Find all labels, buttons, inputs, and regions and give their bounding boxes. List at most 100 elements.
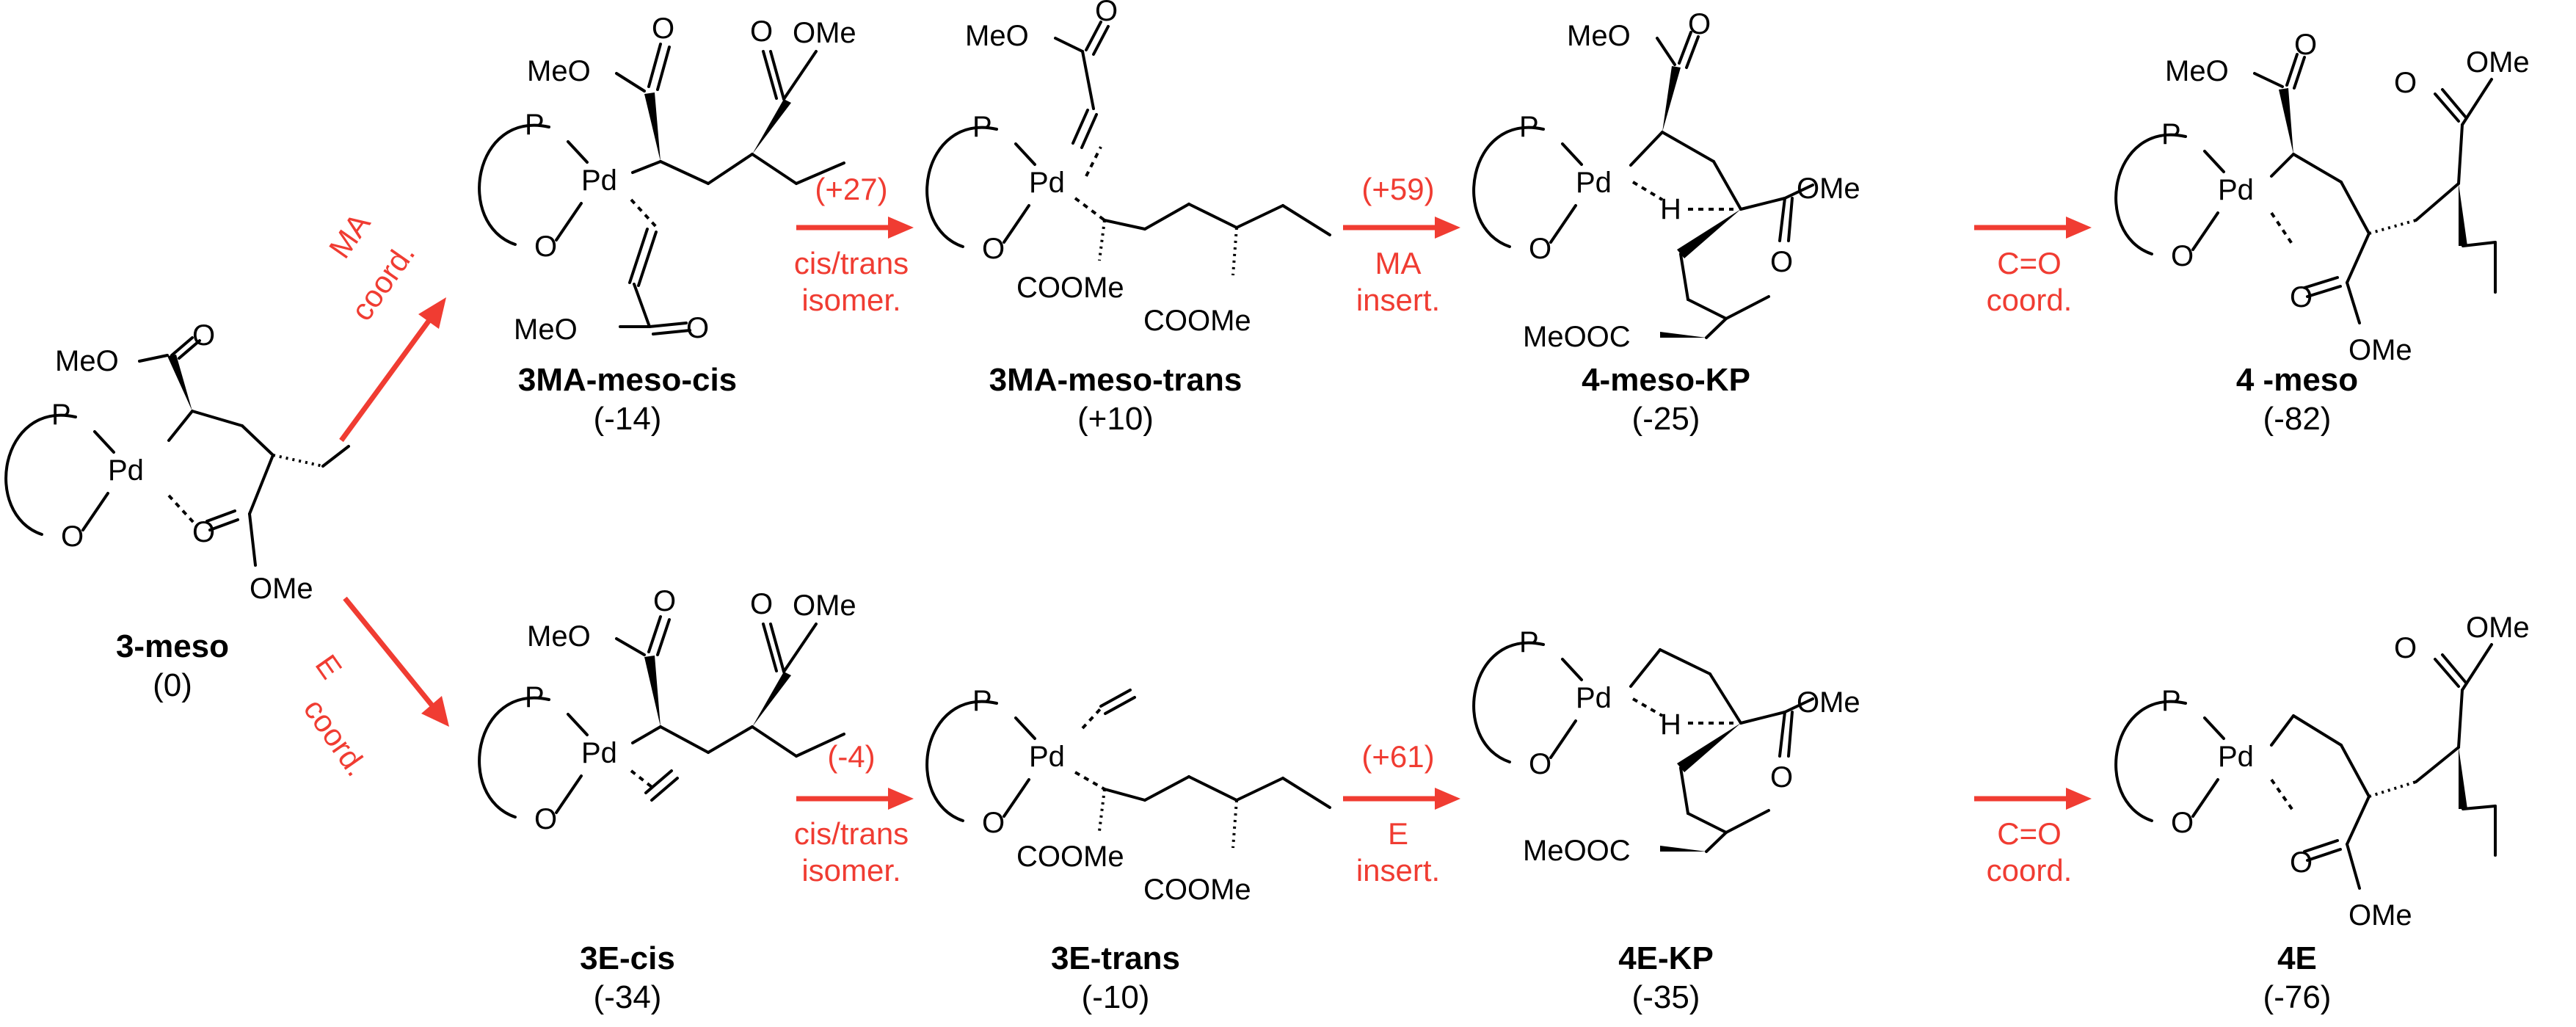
- svg-text:O: O: [982, 233, 1005, 265]
- energy-4-meso-kp: (-25): [1632, 401, 1700, 437]
- arrow-top-isomerization: (+27) cis/trans isomer.: [794, 172, 914, 317]
- svg-text:C=O: C=O: [1997, 246, 2062, 280]
- svg-text:O: O: [750, 588, 773, 620]
- svg-text:P: P: [972, 685, 992, 717]
- svg-text:Pd: Pd: [1029, 167, 1065, 199]
- svg-text:Pd: Pd: [2218, 741, 2254, 773]
- energy-4e: (-76): [2263, 979, 2332, 1015]
- compound-3e-trans: P Pd O COOMe COOMe 3E-trans (-10): [925, 685, 1331, 1015]
- svg-text:P: P: [1519, 111, 1539, 143]
- compound-3ma-meso-trans: P Pd O MeO O COOMe COOMe 3MA-meso-trans …: [925, 0, 1331, 437]
- svg-text:isomer.: isomer.: [801, 853, 900, 888]
- arrow-ma-coord: MA coord.: [322, 207, 446, 443]
- energy-3e-cis: (-34): [594, 979, 662, 1015]
- svg-text:MeO: MeO: [1567, 20, 1631, 52]
- svg-text:MeO: MeO: [55, 345, 119, 377]
- compound-4e: P Pd O O OMe O OMe 4E (-76): [2114, 612, 2530, 1015]
- svg-text:MeO: MeO: [2165, 55, 2229, 87]
- svg-text:MA: MA: [1375, 246, 1422, 280]
- svg-text:OMe: OMe: [793, 17, 856, 49]
- svg-text:(+27): (+27): [815, 172, 887, 206]
- svg-text:Pd: Pd: [1576, 682, 1612, 714]
- svg-text:O: O: [2394, 632, 2417, 664]
- svg-text:O: O: [652, 12, 674, 45]
- svg-text:OMe: OMe: [2466, 612, 2530, 644]
- svg-text:O: O: [61, 520, 84, 553]
- svg-text:MeOOC: MeOOC: [1523, 321, 1631, 353]
- energy-4e-kp: (-35): [1632, 979, 1700, 1015]
- svg-text:OMe: OMe: [1797, 173, 1860, 205]
- svg-text:Pd: Pd: [581, 737, 617, 769]
- svg-text:P: P: [2161, 685, 2181, 717]
- compound-4-meso: P Pd O MeO O O OMe O OMe 4 -meso (-82): [2114, 29, 2530, 437]
- svg-text:O: O: [1529, 748, 1551, 780]
- svg-text:O: O: [2294, 29, 2317, 61]
- svg-text:MeO: MeO: [527, 620, 591, 653]
- svg-text:OMe: OMe: [2348, 334, 2412, 366]
- name-3ma-meso-trans: 3MA-meso-trans: [989, 362, 1242, 398]
- svg-text:O: O: [2171, 240, 2194, 272]
- name-4-meso-kp: 4-meso-KP: [1582, 362, 1750, 398]
- svg-text:O: O: [192, 516, 215, 548]
- arrow-bottom-insertion: (+61) E insert.: [1343, 739, 1460, 888]
- svg-text:E: E: [309, 648, 349, 685]
- svg-text:E: E: [1388, 816, 1408, 851]
- svg-text:COOMe: COOMe: [1016, 841, 1124, 873]
- svg-text:OMe: OMe: [1797, 686, 1860, 719]
- svg-text:MeO: MeO: [527, 55, 591, 87]
- compound-3e-cis: P Pd O MeO O O OMe 3E-cis (-34): [478, 585, 856, 1015]
- svg-text:O: O: [2394, 67, 2417, 99]
- name-3e-trans: 3E-trans: [1051, 940, 1180, 976]
- svg-text:O: O: [2290, 281, 2313, 313]
- svg-text:P: P: [2161, 118, 2181, 150]
- compound-4e-kp: P Pd O H OMe O MeOOC 4E-KP (-35): [1472, 626, 1860, 1015]
- arrow-e-coord: E coord.: [297, 596, 449, 783]
- svg-text:O: O: [1688, 8, 1711, 40]
- svg-text:O: O: [1770, 246, 1793, 278]
- arrow-top-co-coord: C=O coord.: [1974, 217, 2092, 317]
- svg-text:COOMe: COOMe: [1016, 272, 1124, 304]
- svg-text:(+61): (+61): [1361, 739, 1434, 774]
- name-4e-kp: 4E-KP: [1618, 940, 1714, 976]
- svg-text:cis/trans: cis/trans: [794, 816, 909, 851]
- name-3-meso: 3-meso: [116, 628, 229, 664]
- svg-text:O: O: [192, 319, 215, 352]
- svg-text:MeOOC: MeOOC: [1523, 835, 1631, 867]
- svg-text:Pd: Pd: [1576, 167, 1612, 199]
- svg-text:Pd: Pd: [2218, 174, 2254, 206]
- svg-text:insert.: insert.: [1356, 853, 1440, 888]
- svg-text:MeO: MeO: [965, 20, 1029, 52]
- name-4-meso: 4 -meso: [2236, 362, 2358, 398]
- svg-text:coord.: coord.: [1987, 283, 2073, 317]
- svg-text:O: O: [982, 807, 1005, 839]
- svg-text:O: O: [1529, 233, 1551, 265]
- svg-text:O: O: [2171, 807, 2194, 839]
- svg-text:isomer.: isomer.: [801, 283, 900, 317]
- energy-4-meso: (-82): [2263, 401, 2332, 437]
- svg-text:P: P: [51, 399, 71, 431]
- svg-text:O: O: [686, 312, 709, 344]
- svg-text:OMe: OMe: [2348, 899, 2412, 932]
- svg-text:H: H: [1660, 708, 1681, 741]
- svg-text:coord.: coord.: [1987, 853, 2073, 888]
- arrow-bottom-co-coord: C=O coord.: [1974, 788, 2092, 888]
- svg-text:O: O: [534, 231, 557, 263]
- energy-3e-trans: (-10): [1082, 979, 1150, 1015]
- svg-text:cis/trans: cis/trans: [794, 246, 909, 280]
- svg-text:C=O: C=O: [1997, 816, 2062, 851]
- compound-3ma-meso-cis: P Pd O MeO O O OMe O MeO 3MA-meso-cis (-…: [478, 12, 856, 437]
- svg-text:O: O: [653, 585, 676, 617]
- svg-text:P: P: [525, 681, 545, 714]
- svg-text:O: O: [534, 803, 557, 835]
- svg-text:COOMe: COOMe: [1143, 305, 1251, 337]
- name-4e: 4E: [2277, 940, 2317, 976]
- svg-text:insert.: insert.: [1356, 283, 1440, 317]
- svg-text:P: P: [972, 111, 992, 143]
- svg-text:O: O: [750, 15, 773, 48]
- compound-3-meso: P Pd O MeO O O OMe 3-meso (0): [4, 319, 350, 703]
- svg-text:(-4): (-4): [827, 739, 875, 774]
- svg-text:coord.: coord.: [297, 692, 374, 783]
- energy-3-meso: (0): [153, 667, 192, 703]
- svg-text:Pd: Pd: [581, 164, 617, 197]
